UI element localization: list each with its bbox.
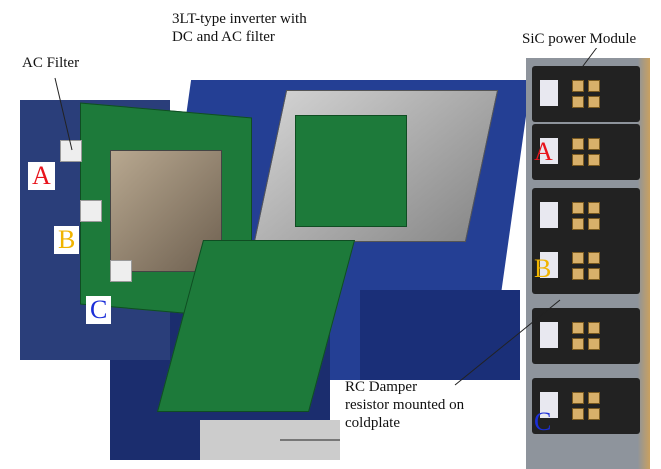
rc-damper-label: RC Damper resistor mounted on coldplate	[345, 378, 464, 432]
sic-module	[532, 378, 640, 434]
ac-filter-label: AC Filter	[22, 55, 80, 71]
sic-module	[532, 308, 640, 364]
gate-driver-board	[295, 115, 407, 227]
phase-a-right: A	[534, 137, 553, 166]
sic-module	[532, 124, 640, 180]
rc-damper-line2: resistor mounted on	[345, 397, 465, 413]
phase-b-left: B	[54, 226, 80, 254]
phase-c-left: C	[86, 296, 112, 324]
sic-module	[532, 188, 640, 244]
capacitor-c	[110, 260, 132, 282]
capacitor-b	[80, 200, 102, 222]
phase-c-right: C	[534, 407, 552, 436]
phase-a-left: A	[28, 162, 55, 190]
rc-damper-line3: coldplate	[345, 415, 400, 431]
sic-module-photo	[526, 58, 650, 469]
inverter-label-line1: 3LT-type inverter with	[172, 11, 307, 27]
inverter-label: 3LT-type inverter with DC and AC filter	[172, 10, 307, 46]
coldplate-sides	[360, 290, 520, 380]
sic-module-label: SiC power Module	[520, 30, 639, 48]
rc-damper-line1: RC Damper	[345, 379, 418, 395]
inverter-photo	[20, 60, 532, 460]
sic-module	[532, 66, 640, 122]
capacitor-a	[60, 140, 82, 162]
sic-module	[532, 238, 640, 294]
phase-b-right: B	[534, 254, 552, 283]
inverter-label-line2: DC and AC filter	[172, 29, 275, 45]
